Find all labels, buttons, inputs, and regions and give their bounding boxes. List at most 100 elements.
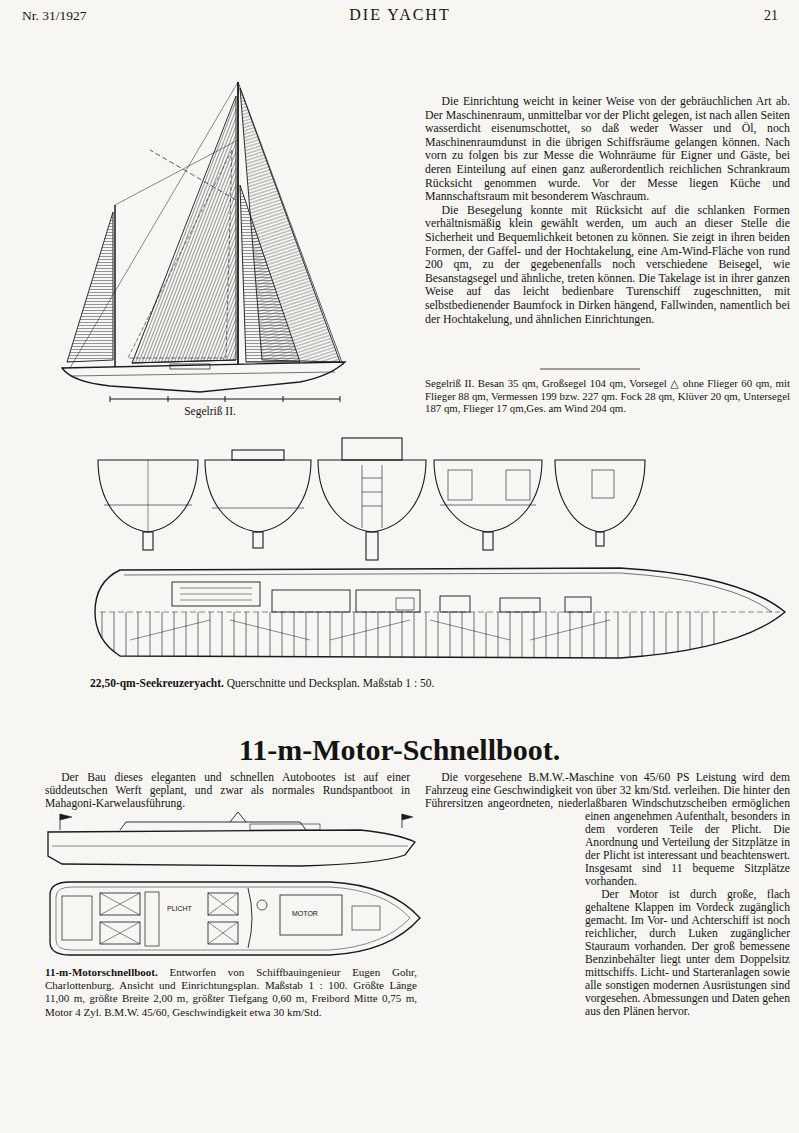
motorboat-side-view <box>48 812 415 866</box>
sail-plan-line <box>115 140 238 205</box>
motorboat-side-view-line <box>250 824 320 830</box>
body-paragraph: Der Motor ist durch große, flach gehalte… <box>425 888 790 1018</box>
motorboat-plan-line <box>208 922 238 944</box>
separator-rule <box>540 369 640 370</box>
deck-plan-line <box>272 590 350 612</box>
cross-sections-line <box>212 508 304 509</box>
cross-sections-line <box>592 470 614 498</box>
motorboat-plan-line <box>208 893 238 915</box>
sail-plan-line <box>240 88 340 362</box>
cross-sections-line <box>366 532 378 560</box>
deck-plan-line <box>440 596 470 612</box>
sail-area-note: Segelriß II. Besan 35 qm, Großsegel 104 … <box>425 377 790 415</box>
cross-sections-line <box>448 470 472 500</box>
cross-sections-line <box>143 532 153 550</box>
motorboat-plan-line <box>100 893 140 915</box>
deck-plan-line <box>180 588 252 589</box>
page-number: 21 <box>700 8 778 24</box>
sail-plan-line <box>283 396 284 402</box>
deck-plan <box>95 568 785 658</box>
figure-caption: 22,50-qm-Seekreuzeryacht. Querschnitte u… <box>90 676 790 690</box>
deck-plan-line <box>180 594 252 595</box>
sail-plan-line <box>225 396 226 402</box>
motorboat-plan-line <box>208 893 238 915</box>
sail-plan-line <box>150 150 236 200</box>
deck-plan-line <box>95 612 715 658</box>
sail-plan-line <box>340 396 341 402</box>
sail-plan-line <box>110 396 111 402</box>
cross-sections-line <box>483 532 493 550</box>
cross-sections-line <box>253 532 263 548</box>
sail-plan-line <box>62 362 345 392</box>
deck-plan-line <box>500 598 540 612</box>
body-paragraph: Die Besegelung konnte mit Rücksicht auf … <box>425 204 790 326</box>
sail-plan-line <box>237 82 239 376</box>
motorboat-plan-line <box>50 882 420 955</box>
motorboat-plan-line <box>280 895 342 935</box>
plan-label: MOTOR <box>291 910 319 917</box>
motorboat-plan-line <box>100 922 140 944</box>
cross-sections-line <box>596 532 604 546</box>
motorboat-plan-line <box>100 893 140 915</box>
motorboat-plan-line <box>100 922 140 944</box>
plan-label: PLICHT <box>166 905 193 912</box>
deck-plan-line <box>180 600 252 601</box>
figure-caption: 11-m-Motorschnellboot. Entworfen von Sch… <box>45 966 417 1019</box>
motorboat-plan-line <box>100 893 140 915</box>
motorboat-plan-line <box>145 892 159 946</box>
text-column: Die vorgesehene B.M.W.-Maschine von 45/6… <box>425 771 790 1133</box>
cross-sections-line <box>382 465 383 528</box>
sail-plan-line <box>238 82 343 365</box>
cross-sections-line <box>506 470 530 500</box>
deck-plan-line <box>230 620 310 640</box>
sail-plan <box>62 82 345 402</box>
motorboat-plan-line <box>257 900 267 910</box>
text-column: Die Einrichtung weicht in keiner Weise v… <box>425 95 790 326</box>
motorboat-side-view-line <box>402 814 413 820</box>
figure-caption: Segelriß II. <box>140 405 280 417</box>
sail-plan-line <box>170 364 210 369</box>
motorboat-side-view-line <box>120 822 306 830</box>
deck-plan-line <box>330 620 410 640</box>
motorboat-side-view-line <box>60 814 72 820</box>
body-paragraph: Der Bau dieses eleganten und schnellen A… <box>45 771 410 810</box>
caption-heading: 22,50-qm-Seekreuzeryacht. <box>90 677 224 689</box>
motorboat-plan-line <box>56 887 410 950</box>
cross-sections-line <box>362 492 382 493</box>
deck-plan-line <box>565 597 591 612</box>
deck-plan-line <box>124 573 772 612</box>
body-paragraph: Die vorgesehene B.M.W.-Maschine von 45/6… <box>425 771 790 888</box>
motorboat-side-view-line <box>48 830 415 866</box>
cross-sections-line <box>434 460 542 532</box>
sail-plan-line <box>240 185 300 362</box>
cross-sections-line <box>362 465 363 528</box>
deck-plan-line <box>530 620 610 640</box>
caption-heading: 11-m-Motorschnellboot. <box>45 966 158 978</box>
sail-plan-line <box>132 360 236 363</box>
motorboat-plan <box>50 882 420 955</box>
cross-sections-line <box>362 506 382 507</box>
cross-sections-line <box>318 460 426 532</box>
motorboat-side-view-line <box>238 812 246 822</box>
body-paragraph: Die Einrichtung weicht in keiner Weise v… <box>425 95 790 204</box>
cross-sections-line <box>362 478 382 479</box>
motorboat-side-view-line <box>52 846 408 847</box>
motorboat-plan-line <box>62 896 92 940</box>
page-header: DIE YACHT <box>250 6 550 24</box>
motorboat-plan-line <box>208 922 238 944</box>
cross-sections-line <box>342 438 402 460</box>
motorboat-plan-line <box>100 922 140 944</box>
caption-text: Querschnitte und Decksplan. Maßstab 1 : … <box>224 677 434 689</box>
cross-sections-line <box>148 460 149 532</box>
motorboat-side-view-line <box>230 812 238 822</box>
deck-plan-line <box>130 620 210 640</box>
deck-plan-line <box>356 590 420 612</box>
deck-plan-line <box>172 582 260 606</box>
sail-plan-line <box>168 396 169 402</box>
deck-plan-line <box>396 598 414 610</box>
motorboat-plan-line <box>248 888 252 948</box>
deck-plan-line <box>95 568 785 658</box>
motorboat-plan-line <box>208 893 238 915</box>
sail-plan-line <box>70 82 238 368</box>
